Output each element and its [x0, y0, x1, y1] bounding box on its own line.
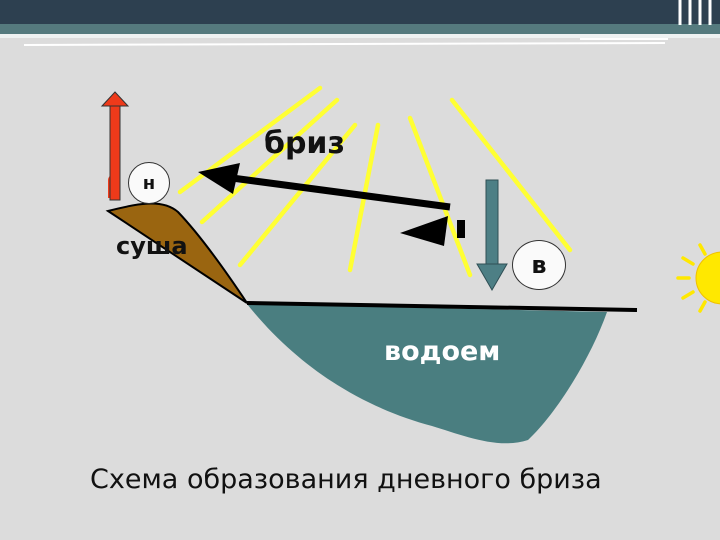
high-pressure-badge: в [512, 240, 566, 290]
sun-ray [407, 115, 473, 278]
slide-caption: Схема образования дневного бриза [90, 464, 602, 495]
sun-icon [676, 243, 720, 313]
low-pressure-badge: н [128, 162, 170, 204]
top-bar [0, 0, 720, 46]
sun-ray [237, 122, 358, 268]
land-shape [105, 202, 248, 304]
water-surface-line [246, 301, 638, 312]
sun-ray [449, 97, 573, 253]
water-label: водоем [384, 336, 501, 367]
surface-arrow-icon [400, 216, 465, 246]
arrow-left-icon [198, 163, 451, 211]
sun-ray [199, 97, 340, 225]
arrow-up-icon [100, 91, 130, 201]
breeze-label: бриз [264, 126, 345, 161]
land-label: суша [116, 232, 188, 260]
arrow-down-icon [476, 179, 508, 292]
water-shape [247, 304, 607, 444]
